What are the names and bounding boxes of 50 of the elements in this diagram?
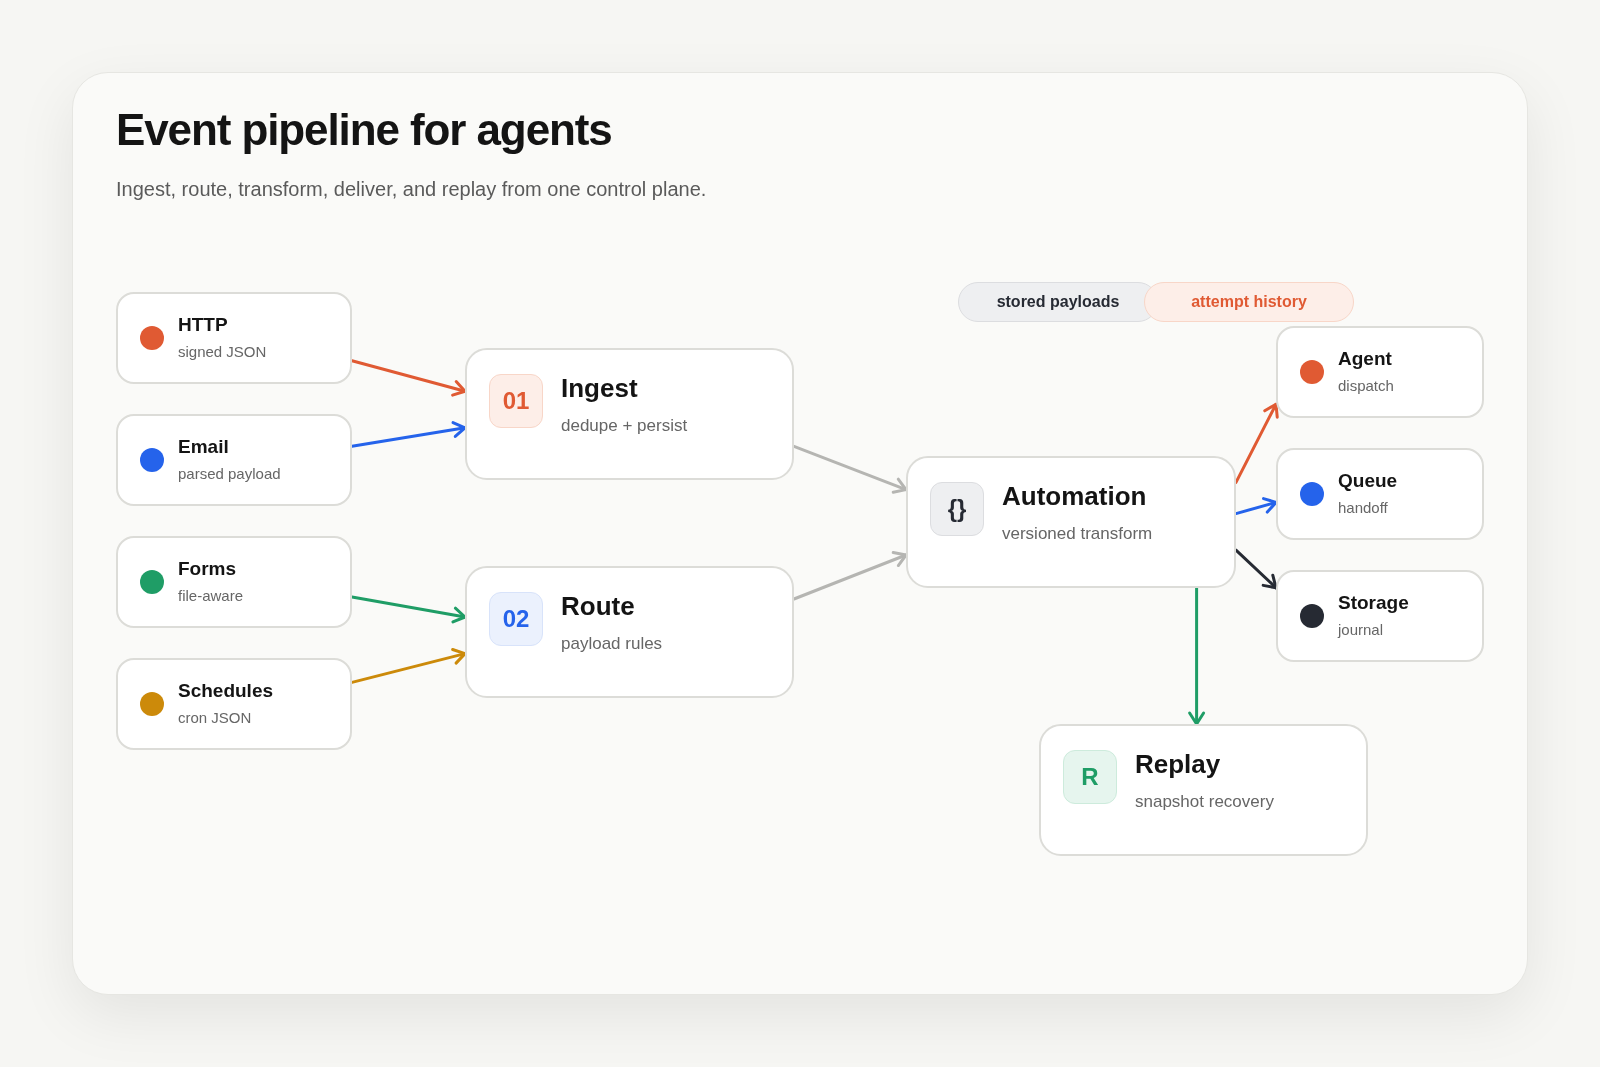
arrow [350, 648, 467, 684]
card-title: Queue [1338, 468, 1398, 493]
arrow [350, 359, 467, 397]
stage-subtitle: payload rules [561, 632, 663, 655]
card-title: Agent [1338, 346, 1393, 371]
step-badge: {} [930, 482, 984, 536]
card-subtitle: parsed payload [178, 463, 281, 484]
diagram-title: Event pipeline for agents [116, 108, 612, 152]
arrow [792, 444, 908, 494]
arrow [792, 551, 908, 601]
stage-card [906, 456, 1236, 588]
card-subtitle: file-aware [178, 585, 244, 606]
destination-card [1276, 326, 1484, 418]
card-title: HTTP [178, 312, 229, 337]
card-subtitle: journal [1338, 619, 1385, 640]
card-subtitle: dispatch [1338, 375, 1394, 396]
stage-card [1039, 724, 1368, 856]
source-card [116, 536, 352, 628]
card-subtitle: cron JSON [178, 707, 253, 728]
card-title: Schedules [178, 678, 274, 703]
diagram-subtitle: Ingest, route, transform, deliver, and replay from one control plane. [116, 177, 707, 202]
stage-subtitle: versioned transform [1002, 522, 1153, 545]
card-subtitle: handoff [1338, 497, 1389, 518]
stage-title: Replay [1135, 748, 1222, 781]
source-card [116, 292, 352, 384]
arrow [350, 595, 467, 624]
arrow [1234, 402, 1279, 484]
step-badge: 01 [489, 374, 543, 428]
arrow [1234, 548, 1278, 590]
step-badge: R [1063, 750, 1117, 804]
stage-subtitle: snapshot recovery [1135, 790, 1274, 813]
stage-title: Automation [1002, 480, 1148, 513]
stage-card [465, 566, 794, 698]
status-pill: attempt history [1144, 282, 1354, 322]
destination-card [1276, 570, 1484, 662]
step-badge: 02 [489, 592, 543, 646]
source-card [116, 658, 352, 750]
stage-title: Route [561, 590, 636, 623]
arrow [1234, 497, 1278, 516]
arrow [1188, 586, 1206, 726]
source-card [116, 414, 352, 506]
card-title: Forms [178, 556, 238, 581]
stage-subtitle: dedupe + persist [561, 414, 688, 437]
stage-title: Ingest [561, 372, 639, 405]
card-title: Storage [1338, 590, 1409, 615]
destination-card [1276, 448, 1484, 540]
card-subtitle: signed JSON [178, 341, 267, 362]
arrow [350, 421, 467, 448]
stage-card [465, 348, 794, 480]
card-title: Email [178, 434, 230, 459]
